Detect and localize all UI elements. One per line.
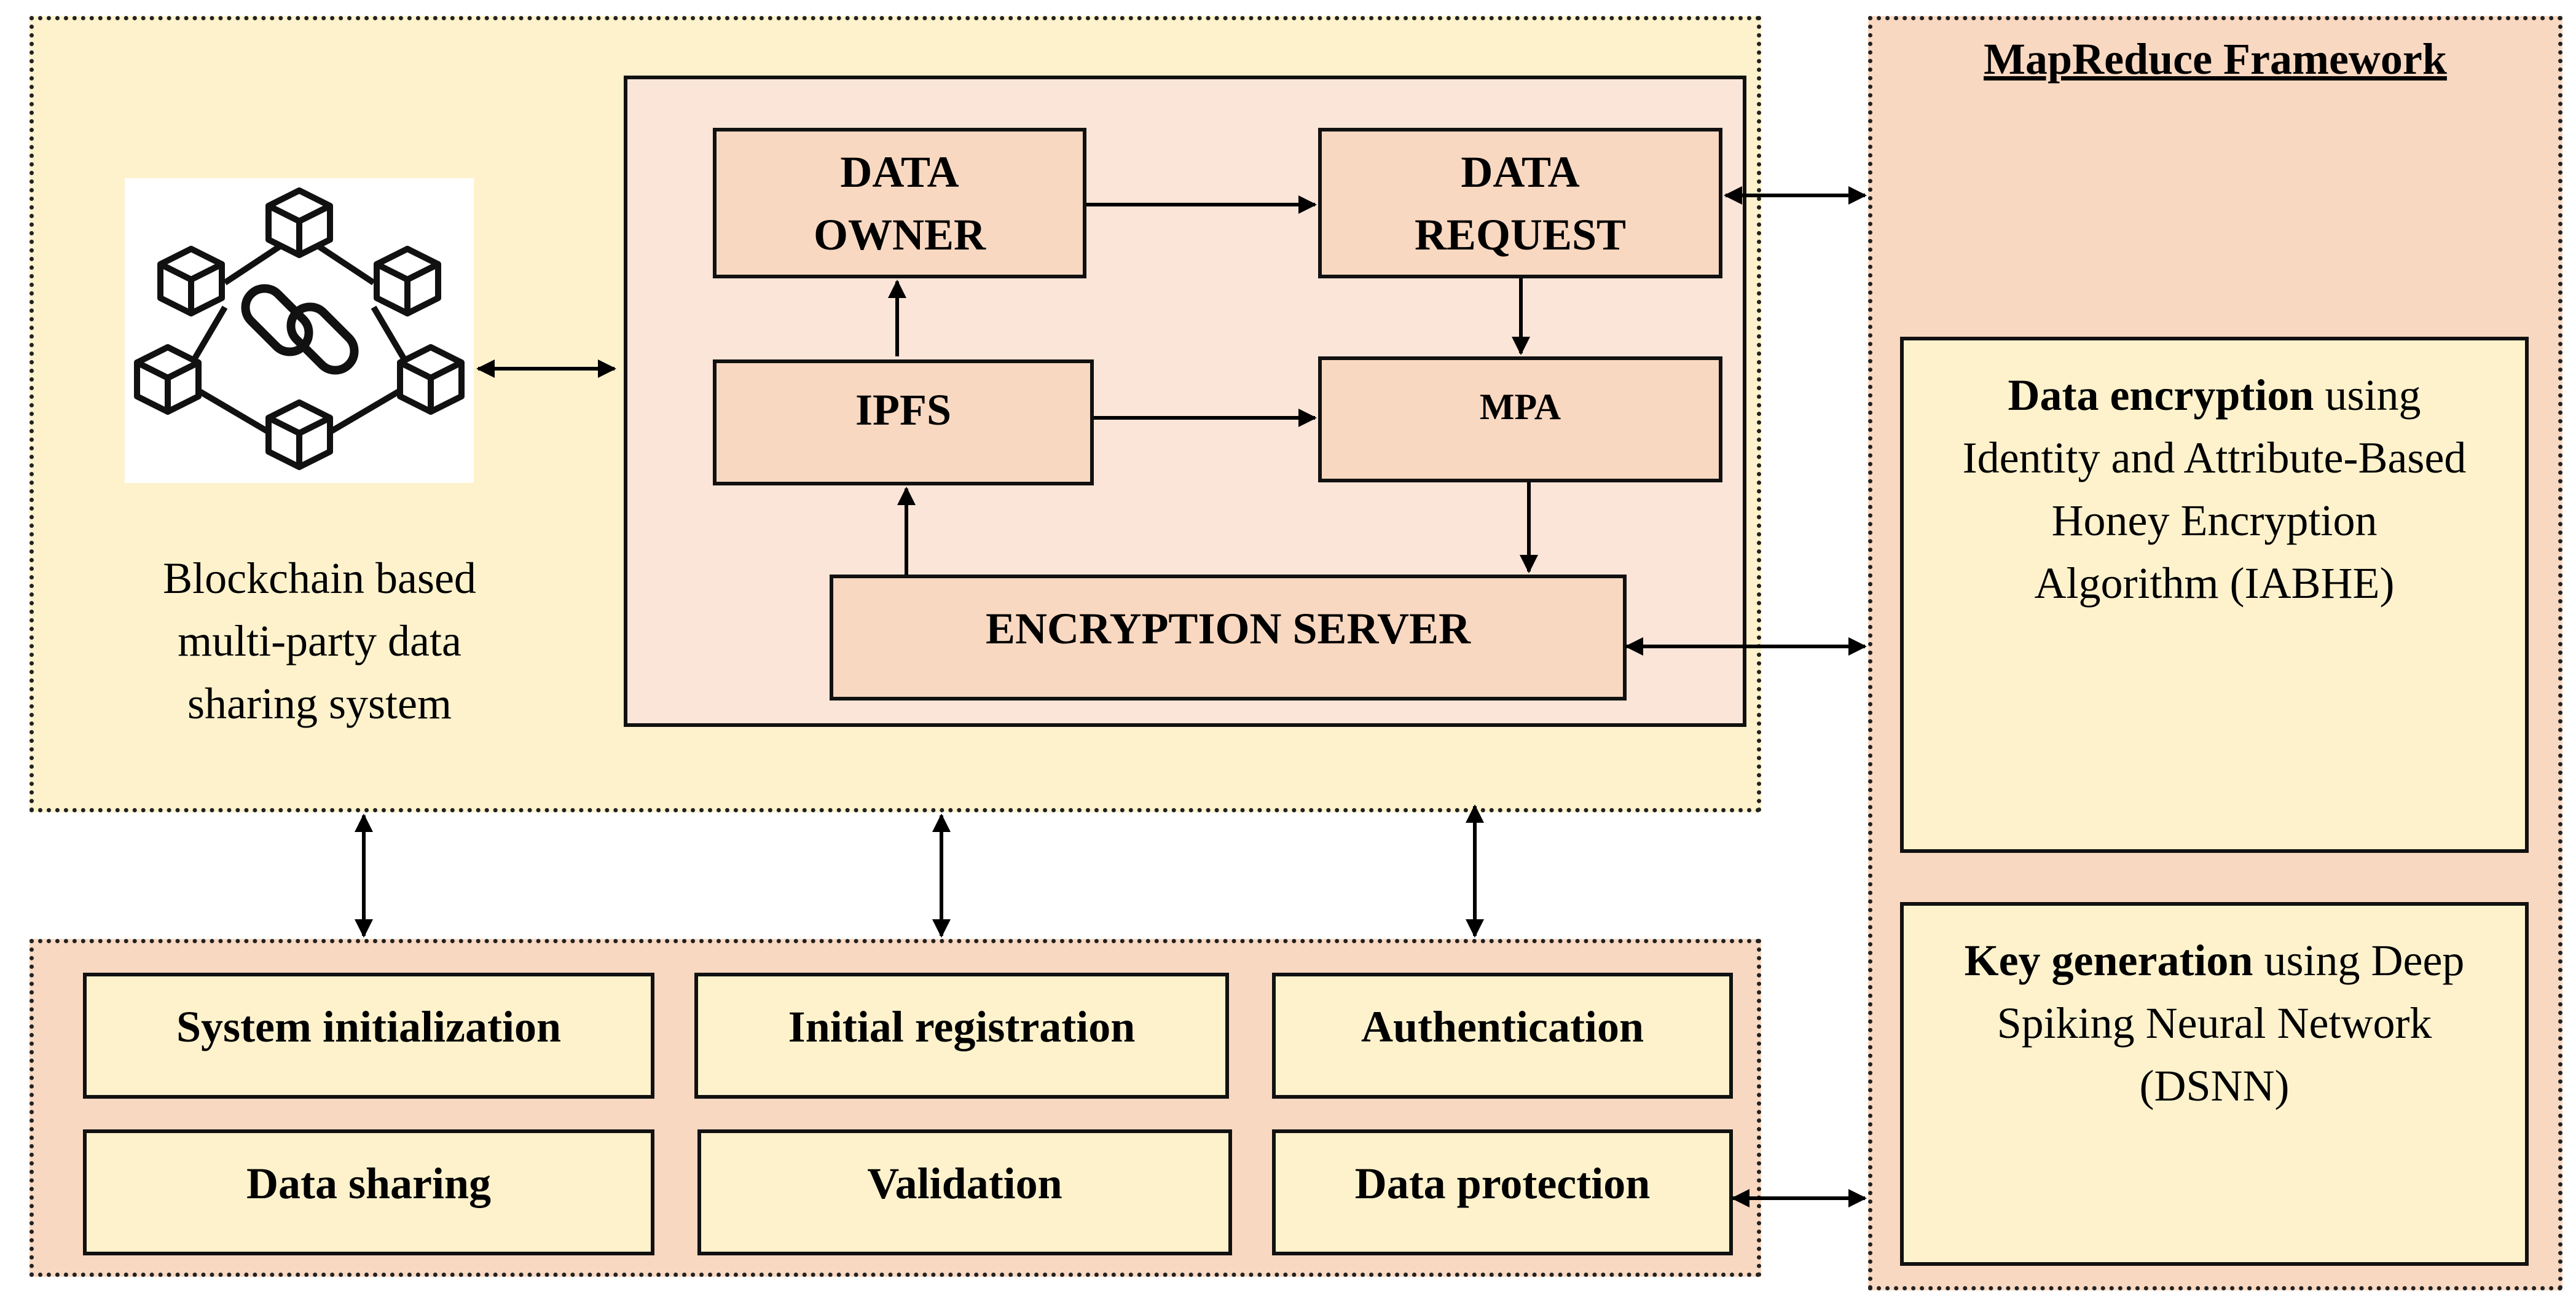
key-generation-line-3: (DSNN) — [2139, 1061, 2290, 1110]
initial-registration-box: Initial registration — [694, 973, 1229, 1099]
cube-upper-left — [157, 246, 225, 316]
ipfs-label: IPFS — [855, 385, 952, 434]
data-owner-box: DATA OWNER — [713, 128, 1086, 278]
authentication-label: Authentication — [1361, 1002, 1644, 1051]
blockchain-caption-line-1: Blockchain based — [163, 554, 476, 603]
encryption-server-box: ENCRYPTION SERVER — [830, 575, 1627, 701]
data-owner-line-1: DATA — [840, 147, 959, 197]
mpa-box: MPA — [1318, 356, 1722, 482]
data-encryption-line-3: Honey Encryption — [2051, 496, 2378, 545]
key-generation-line-2: Spiking Neural Network — [1997, 999, 2432, 1048]
data-request-line-2: REQUEST — [1414, 210, 1627, 259]
mapreduce-title-text: MapReduce Framework — [1984, 34, 2447, 84]
data-sharing-label: Data sharing — [246, 1158, 492, 1208]
data-encryption-heading: Data encryption — [2008, 371, 2314, 420]
cube-lower-left — [134, 344, 202, 415]
data-encryption-line-1-rest: using — [2314, 371, 2421, 420]
validation-label: Validation — [867, 1158, 1062, 1208]
blockchain-logo — [125, 178, 474, 483]
data-request-line-1: DATA — [1461, 147, 1580, 197]
cube-top — [265, 187, 333, 258]
data-protection-box: Data protection — [1272, 1129, 1733, 1255]
mapreduce-title: MapReduce Framework — [1868, 34, 2562, 85]
data-encryption-box: Data encryption using Identity and Attri… — [1900, 337, 2529, 853]
system-initialization-box: System initialization — [83, 973, 654, 1099]
data-encryption-line-1: Data encryption using — [1904, 364, 2525, 426]
data-owner-line-2: OWNER — [813, 210, 986, 259]
blockchain-caption: Blockchain based multi-party data sharin… — [55, 547, 584, 735]
data-encryption-line-2: Identity and Attribute-Based — [1962, 433, 2467, 482]
cube-lower-right — [397, 344, 465, 415]
blockchain-caption-line-3: sharing system — [187, 679, 452, 728]
system-initialization-label: System initialization — [176, 1002, 561, 1051]
data-protection-label: Data protection — [1354, 1158, 1651, 1208]
data-request-box: DATA REQUEST — [1318, 128, 1722, 278]
encryption-server-label: ENCRYPTION SERVER — [985, 603, 1471, 653]
data-sharing-box: Data sharing — [83, 1129, 654, 1255]
key-generation-box: Key generation using Deep Spiking Neural… — [1900, 902, 2529, 1266]
blockchain-network-icon — [134, 187, 465, 470]
validation-box: Validation — [697, 1129, 1232, 1255]
key-generation-line-1: Key generation using Deep — [1904, 929, 2525, 992]
blockchain-caption-line-2: multi-party data — [178, 616, 461, 665]
data-encryption-line-4: Algorithm (IABHE) — [2034, 559, 2395, 608]
key-generation-line-1-rest: using Deep — [2253, 936, 2465, 985]
key-generation-heading: Key generation — [1964, 936, 2253, 985]
ipfs-box: IPFS — [713, 359, 1094, 485]
chain-link-icon — [241, 284, 359, 375]
cube-bottom — [265, 399, 333, 470]
mpa-label: MPA — [1479, 387, 1561, 427]
cube-upper-right — [374, 246, 441, 316]
authentication-box: Authentication — [1272, 973, 1733, 1099]
initial-registration-label: Initial registration — [788, 1002, 1136, 1051]
